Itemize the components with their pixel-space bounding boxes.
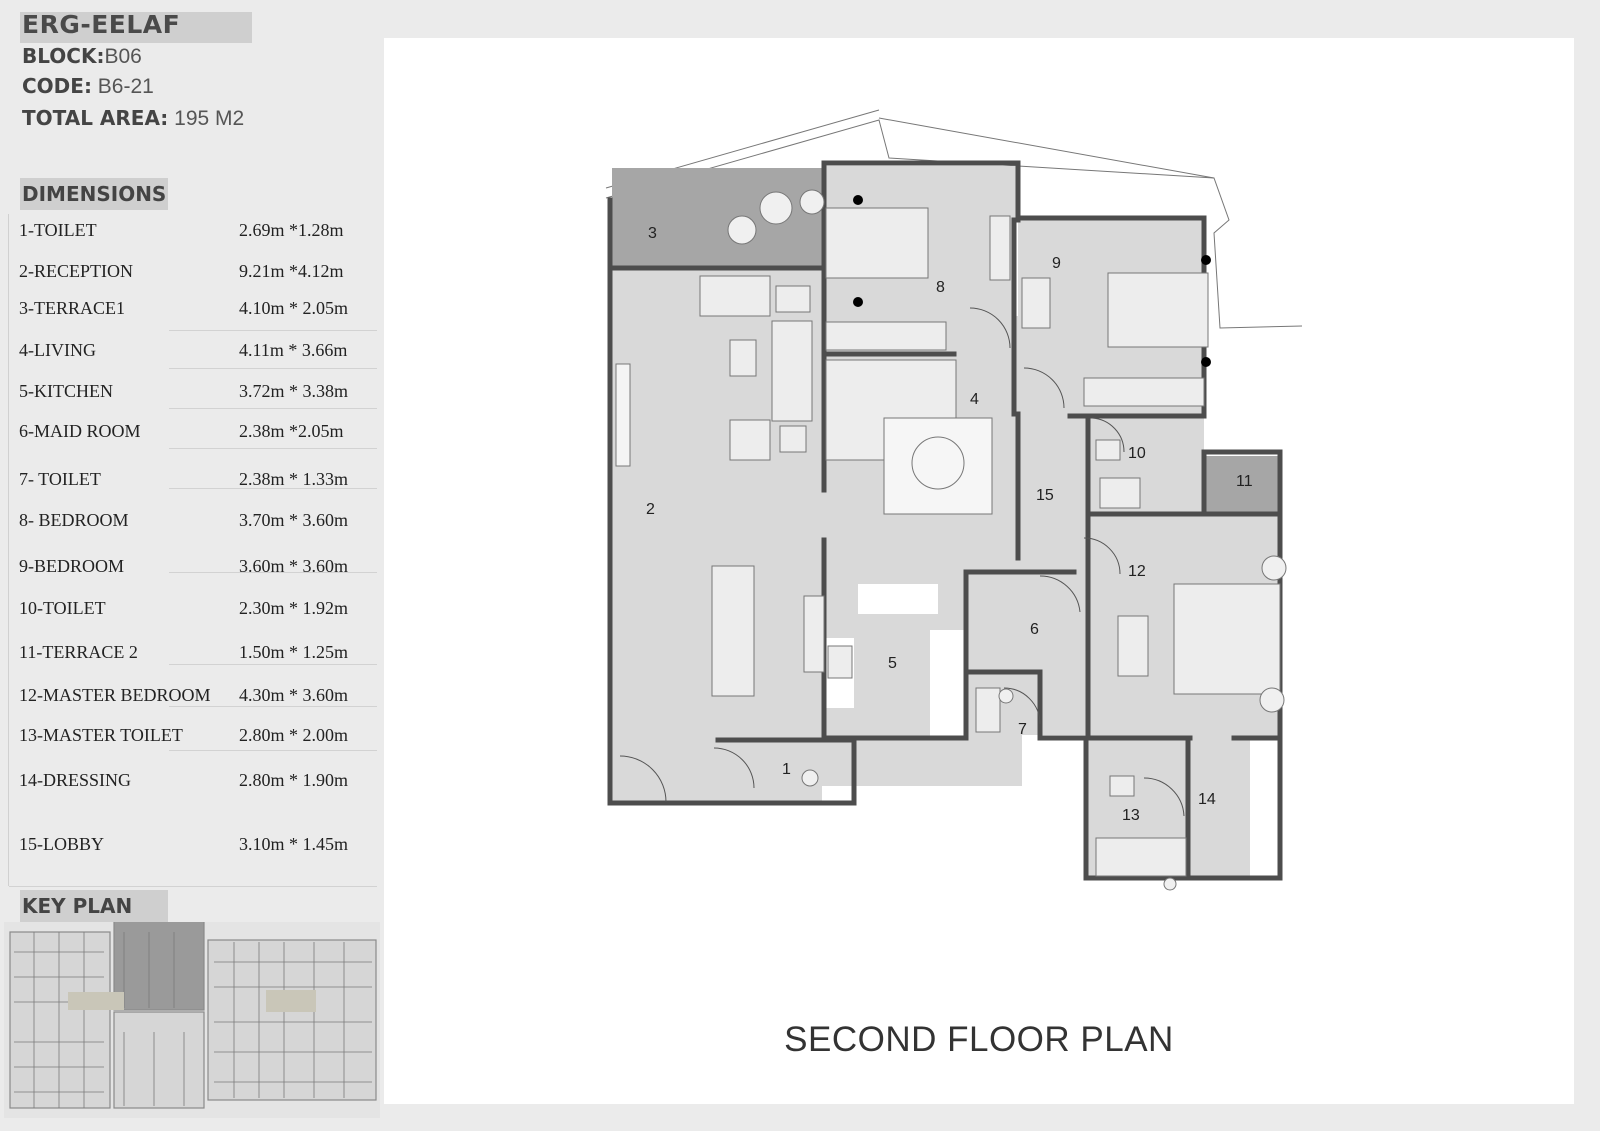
dimensions-row-divider — [169, 706, 377, 707]
dimensions-table: 1-TOILET 2.69m *1.28m 2-RECEPTION 9.21m *4.… — [8, 214, 377, 887]
area-value: 195 M2 — [174, 107, 245, 130]
room-number-10: 10 — [1128, 445, 1146, 462]
room-dimension: 4.11m * 3.66m — [239, 340, 348, 360]
room-dimension: 3.70m * 3.60m — [239, 510, 349, 530]
room-name: 4-LIVING — [19, 340, 96, 360]
floor-plan-panel: 1 2 3 4 5 6 7 8 9 10 11 12 13 14 15 SECO… — [384, 38, 1574, 1104]
room-dimension: 3.72m * 3.38m — [239, 381, 349, 401]
room-name: 3-TERRACE1 — [19, 298, 125, 318]
room-number-9: 9 — [1052, 255, 1061, 272]
room-name: 11-TERRACE 2 — [19, 642, 138, 662]
room-dimension: 2.30m * 1.92m — [239, 598, 349, 618]
room-number-7: 7 — [1018, 721, 1027, 738]
block-line: BLOCK:B06 — [22, 44, 142, 69]
room-name: 8- BEDROOM — [19, 510, 129, 530]
dimensions-heading: DIMENSIONS — [22, 182, 167, 206]
room-name: 2-RECEPTION — [19, 261, 133, 281]
room-dimension: 2.38m * 1.33m — [239, 469, 349, 489]
dimensions-table-bottom-rule — [9, 886, 377, 887]
block-label: BLOCK: — [22, 44, 105, 68]
block-value: B06 — [104, 45, 142, 68]
project-title: ERG-EELAF — [22, 10, 181, 39]
room-dimension: 3.60m * 3.60m — [239, 556, 349, 576]
dimensions-row-divider — [169, 330, 377, 331]
plan-caption: SECOND FLOOR PLAN — [784, 1020, 1174, 1059]
room-number-6: 6 — [1030, 621, 1039, 638]
room-name: 15-LOBBY — [19, 834, 104, 854]
room-name: 12-MASTER BEDROOM — [19, 685, 211, 705]
room-number-5: 5 — [888, 655, 897, 672]
room-dimension: 2.69m *1.28m — [239, 220, 344, 240]
area-label: TOTAL AREA: — [22, 106, 169, 130]
room-number-3: 3 — [648, 225, 657, 242]
room-number-13: 13 — [1122, 807, 1140, 824]
room-name: 9-BEDROOM — [19, 556, 125, 576]
dimensions-row-divider — [169, 368, 377, 369]
room-number-15: 15 — [1036, 487, 1054, 504]
code-line: CODE: B6-21 — [22, 74, 154, 99]
room-number-4: 4 — [970, 391, 979, 408]
room-dimension: 2.38m *2.05m — [239, 421, 344, 441]
dimensions-row-divider — [169, 664, 377, 665]
room-name: 1-TOILET — [19, 220, 97, 240]
room-number-1: 1 — [782, 761, 791, 778]
room-number-11: 11 — [1236, 473, 1253, 490]
room-number-8: 8 — [936, 279, 945, 296]
dimensions-row-divider — [169, 408, 377, 409]
dimensions-row-divider — [169, 750, 377, 751]
dimensions-row-divider — [169, 448, 377, 449]
dimensions-row-divider — [169, 488, 377, 489]
dimensions-heading-background — [20, 178, 168, 210]
room-name: 10-TOILET — [19, 598, 106, 618]
code-value: B6-21 — [97, 75, 154, 98]
floor-plan-drawing: 1 2 3 4 5 6 7 8 9 10 11 12 13 14 15 — [605, 109, 1303, 891]
dimensions-row-divider — [169, 572, 377, 573]
room-name: 7- TOILET — [19, 469, 101, 489]
room-dimension: 4.10m * 2.05m — [239, 298, 349, 318]
room-dimension: 1.50m * 1.25m — [239, 642, 349, 662]
room-number-14: 14 — [1198, 791, 1216, 808]
room-dimension: 4.30m * 3.60m — [239, 685, 349, 705]
key-plan-heading-background — [20, 890, 168, 922]
project-title-background — [20, 12, 252, 43]
room-dimension: 3.10m * 1.45m — [239, 834, 349, 854]
room-name: 14-DRESSING — [19, 770, 132, 790]
room-dimension: 9.21m *4.12m — [239, 261, 344, 281]
room-dimension: 2.80m * 2.00m — [239, 725, 349, 745]
info-sidebar: ERG-EELAF BLOCK:B06 CODE: B6-21 TOTAL AR… — [0, 0, 384, 1131]
room-number-12: 12 — [1128, 563, 1146, 580]
key-plan-diagram — [4, 922, 380, 1118]
room-dimension: 2.80m * 1.90m — [239, 770, 349, 790]
code-label: CODE: — [22, 74, 92, 98]
room-name: 6-MAID ROOM — [19, 421, 141, 441]
area-line: TOTAL AREA: 195 M2 — [22, 106, 244, 131]
room-number-2: 2 — [646, 501, 655, 518]
room-name: 5-KITCHEN — [19, 381, 113, 401]
room-name: 13-MASTER TOILET — [19, 725, 183, 745]
key-plan-heading: KEY PLAN — [22, 894, 133, 918]
